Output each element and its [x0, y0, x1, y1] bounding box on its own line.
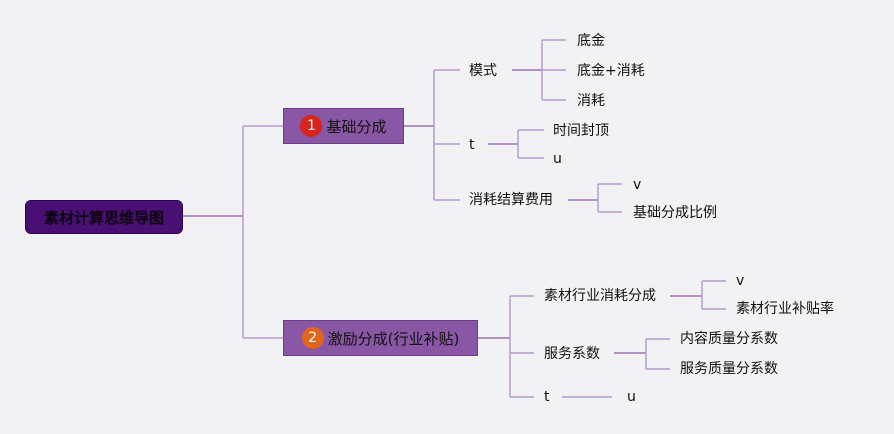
- node-mode-base-consume[interactable]: 底金+消耗: [577, 63, 645, 79]
- branch-basic-share[interactable]: 1 基础分成: [283, 108, 404, 144]
- node-service-quality-coef[interactable]: 服务质量分系数: [680, 361, 778, 377]
- node-mode-consume[interactable]: 消耗: [577, 93, 605, 109]
- priority-2-badge-icon: 2: [301, 327, 324, 349]
- node-u[interactable]: u: [553, 151, 562, 167]
- branch-basic-share-label: 基础分成: [326, 117, 387, 136]
- node-u-2[interactable]: u: [627, 389, 636, 405]
- node-mode[interactable]: 模式: [469, 63, 497, 79]
- node-v-2[interactable]: v: [736, 273, 745, 289]
- branch-incentive-share-label: 激励分成(行业补贴): [327, 329, 460, 348]
- branch-incentive-share[interactable]: 2 激励分成(行业补贴): [283, 320, 478, 356]
- priority-1-badge-icon: 1: [300, 115, 323, 137]
- node-settlement-fee[interactable]: 消耗结算费用: [469, 192, 553, 208]
- node-industry-consume-share[interactable]: 素材行业消耗分成: [544, 288, 656, 304]
- node-base-share-ratio[interactable]: 基础分成比例: [633, 205, 717, 221]
- node-time-cap[interactable]: 时间封顶: [553, 123, 609, 139]
- node-v[interactable]: v: [633, 177, 642, 193]
- node-service-coefficient[interactable]: 服务系数: [544, 346, 600, 362]
- node-t[interactable]: t: [469, 137, 475, 153]
- root-label: 素材计算思维导图: [43, 208, 164, 227]
- root-node[interactable]: 素材计算思维导图: [25, 200, 183, 234]
- node-industry-subsidy-rate[interactable]: 素材行业补贴率: [736, 301, 834, 317]
- node-t-2[interactable]: t: [544, 389, 550, 405]
- node-mode-base[interactable]: 底金: [577, 33, 605, 49]
- node-content-quality-coef[interactable]: 内容质量分系数: [680, 331, 778, 347]
